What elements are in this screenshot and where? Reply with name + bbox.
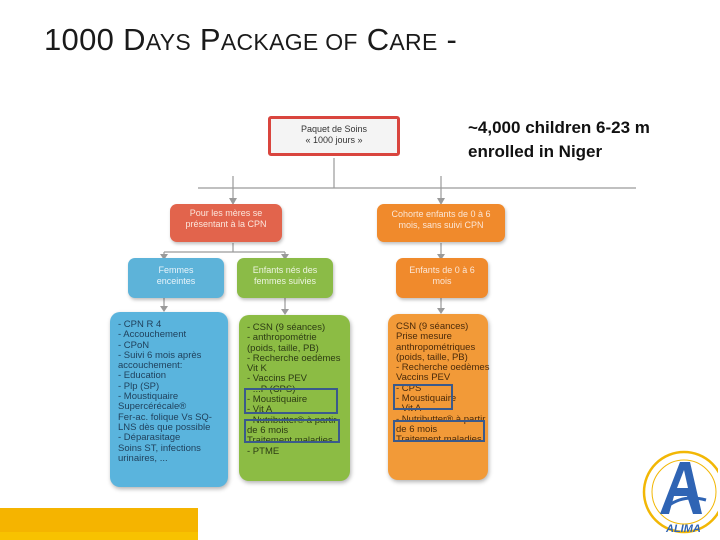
list-item: Traitement maladies (396, 434, 482, 446)
package-box: Paquet de Soins « 1000 jours » (268, 116, 400, 156)
note-line-1: ~4,000 children 6-23 m (468, 118, 650, 137)
mothers-cpn-line-1: Pour les mères se (189, 208, 263, 218)
highlight-cps-green (244, 388, 338, 414)
list-item: Traitement maladies (247, 435, 333, 447)
list-item: - Education (118, 370, 167, 382)
package-box-line-2: « 1000 jours » (305, 135, 363, 145)
list-item: LNS dès que possible (118, 421, 211, 433)
cohort-line-2: mois, sans suivi CPN (398, 220, 484, 230)
children-followed-box: Enfants nés des femmes suivies (237, 258, 333, 298)
logo-text: ALIMA (665, 523, 701, 535)
list-item: - CPoN (118, 339, 150, 351)
list-item: - Moustiquaire (247, 394, 308, 406)
children-0-6-care-list: CSN (9 séances) Prise mesure anthropomét… (388, 314, 490, 480)
children-0-6-line-2: mois (432, 276, 452, 286)
pregnant-women-line-2: enceintes (156, 276, 196, 286)
list-item: - Suivi 6 mois après (118, 349, 202, 361)
list-item: CSN (9 séances) (396, 321, 469, 332)
package-box-line-1: Paquet de Soins (300, 124, 368, 134)
decorative-yellow-bar (0, 508, 198, 540)
list-item: Soins ST, infections (118, 442, 201, 454)
list-item: Prise mesure (396, 331, 452, 343)
list-item: - Nutributter® à partir (396, 413, 486, 425)
list-item: - Déparasitage (118, 432, 181, 444)
list-item: - Plp (SP) (118, 380, 160, 392)
alima-logo: ALIMA (642, 450, 718, 535)
children-followed-care-list: - CSN (9 séances) - anthropométrie (poid… (239, 315, 350, 481)
list-item: Fer-ac. folique Vs SQ- (118, 411, 212, 423)
list-item: accouchement: (118, 360, 183, 372)
note-line-2: enrolled in Niger (468, 142, 603, 161)
children-followed-line-1: Enfants nés des (252, 265, 318, 275)
list-item: - Moustiquaire (118, 391, 179, 403)
list-item: - Moustiquaire (396, 393, 457, 405)
highlight-cps-orange (393, 384, 453, 410)
list-item: Supercérécale® (118, 401, 187, 413)
mothers-cpn-box: Pour les mères se présentant à la CPN (170, 204, 282, 242)
highlight-nutributter-orange (393, 420, 485, 442)
list-item: - PTME (247, 445, 280, 457)
mothers-cpn-line-2: présentant à la CPN (185, 219, 267, 229)
pregnant-women-line-1: Femmes (158, 265, 194, 275)
highlight-nutributter-green (244, 419, 340, 443)
list-item: - anthropométrie (247, 332, 317, 344)
list-item: anthropométriques (396, 341, 476, 353)
cohort-box: Cohorte enfants de 0 à 6 mois, sans suiv… (377, 204, 505, 242)
list-item: - Vaccins PEV (247, 373, 308, 385)
enrollment-note: ~4,000 children 6-23 m enrolled in Niger (468, 116, 698, 164)
list-item: (poids, taille, PB) (247, 342, 319, 354)
list-item: - CSN (9 séances) (247, 322, 326, 333)
list-item: - Recherche oedèmes (396, 362, 490, 374)
women-care-list: - CPN R 4 - Accouchement - CPoN - Suivi … (110, 312, 228, 487)
children-0-6-line-1: Enfants de 0 à 6 (409, 265, 475, 275)
children-followed-line-2: femmes suivies (253, 276, 316, 286)
pregnant-women-box: Femmes enceintes (128, 258, 224, 298)
list-item: - Vit A (247, 404, 273, 416)
list-item: - CPN R 4 (118, 319, 162, 330)
list-item: - Accouchement (118, 329, 187, 341)
list-item: Vit K (247, 363, 267, 375)
list-item: - Recherche oedèmes (247, 352, 341, 364)
list-item: Vaccins PEV (396, 372, 451, 384)
slide-title: 1000 DAYS PACKAGE OF CARE - (44, 22, 458, 57)
list-item: (poids, taille, PB) (396, 351, 468, 363)
list-item: de 6 mois (247, 424, 289, 436)
list-item: - CPS (396, 382, 422, 394)
list-item: urinaires, ... (118, 452, 168, 464)
list-item: de 6 mois (396, 423, 438, 435)
cohort-line-1: Cohorte enfants de 0 à 6 (391, 209, 491, 219)
children-0-6-box: Enfants de 0 à 6 mois (396, 258, 488, 298)
